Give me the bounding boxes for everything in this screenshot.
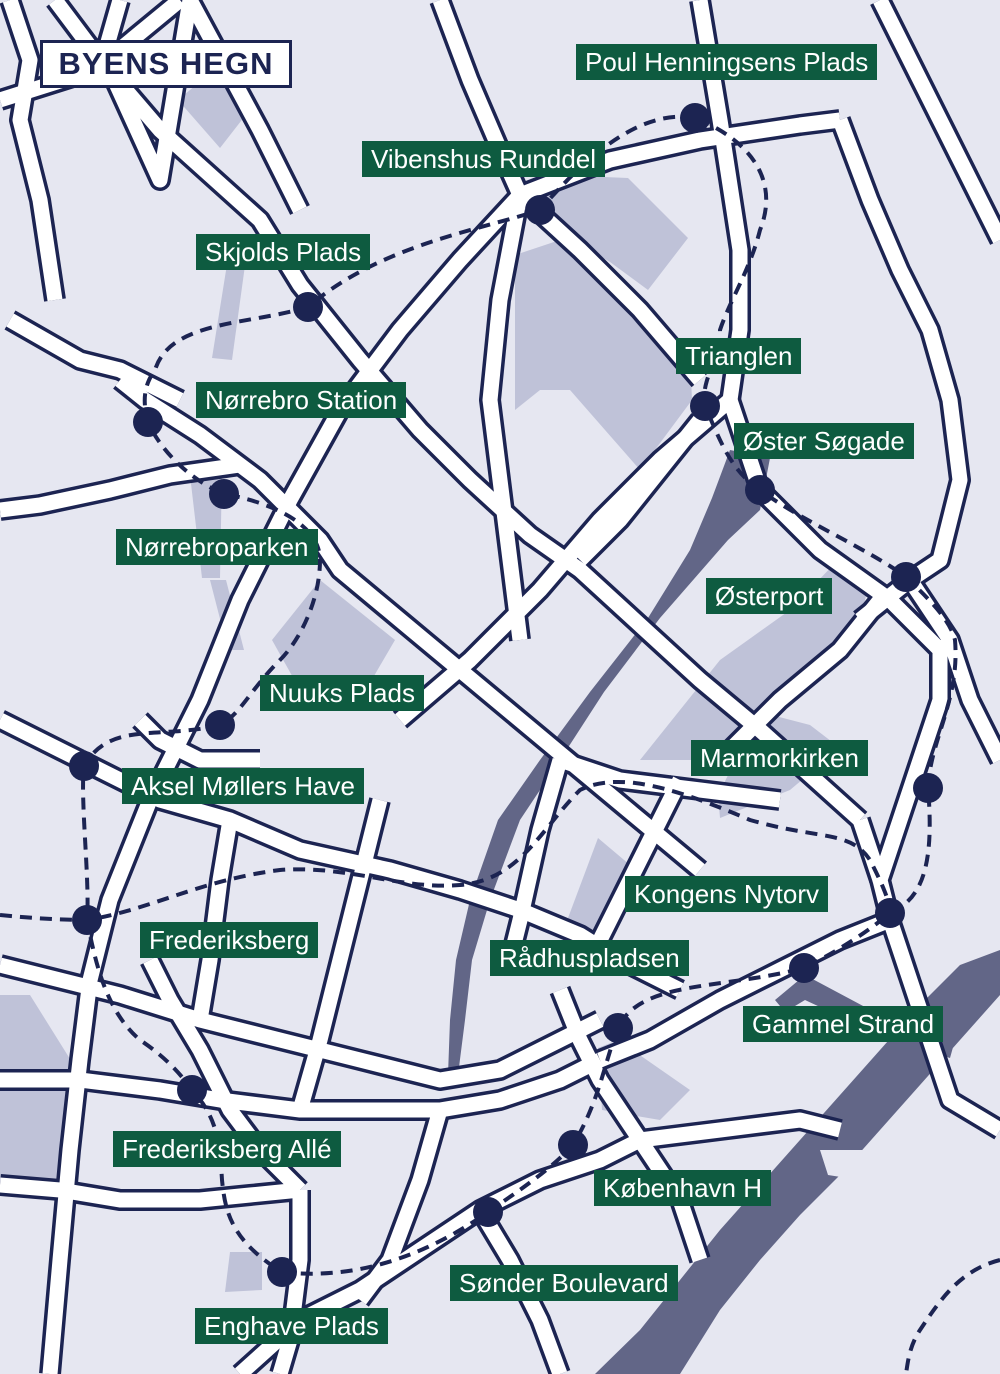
route-loop — [81, 114, 958, 1276]
station-label-enghave-plads: Enghave Plads — [195, 1308, 388, 1344]
park — [272, 580, 395, 700]
route-tail — [904, 1258, 1000, 1374]
route-layer — [0, 114, 1000, 1374]
lakes — [448, 450, 770, 1075]
station-dot — [603, 1013, 633, 1043]
station-dot — [205, 710, 235, 740]
station-label-trianglen: Trianglen — [676, 338, 802, 374]
station-label-nuuks-plads: Nuuks Plads — [260, 675, 424, 711]
station-dot — [745, 475, 775, 505]
station-dot — [875, 898, 905, 928]
stations-layer — [69, 103, 943, 1287]
station-dot — [72, 905, 102, 935]
station-dot — [69, 751, 99, 781]
station-label-kongens-nytorv: Kongens Nytorv — [625, 876, 828, 912]
station-label-frederiksberg-alle: Frederiksberg Allé — [113, 1131, 341, 1167]
station-label-oster-sogade: Øster Søgade — [734, 423, 914, 459]
station-label-frederiksberg: Frederiksberg — [140, 922, 319, 958]
station-dot — [690, 391, 720, 421]
station-dot — [473, 1197, 503, 1227]
station-label-kobenhavn-h: København H — [594, 1170, 771, 1206]
map-title: BYENS HEGN — [40, 40, 292, 88]
station-dot — [913, 773, 943, 803]
station-dot — [680, 103, 710, 133]
park — [520, 175, 688, 290]
station-dot — [267, 1257, 297, 1287]
station-dot — [558, 1130, 588, 1160]
station-dot — [133, 407, 163, 437]
canal — [820, 1150, 1000, 1200]
station-label-poul-henningsens-plads: Poul Henningsens Plads — [576, 44, 878, 80]
station-dot — [209, 479, 239, 509]
station-label-norrebro-station: Nørrebro Station — [196, 382, 407, 418]
station-label-gammel-strand: Gammel Strand — [743, 1006, 944, 1042]
station-label-vibenshus-runddel: Vibenshus Runddel — [362, 141, 606, 177]
station-dot — [525, 195, 555, 225]
park — [225, 1252, 262, 1292]
park — [515, 240, 692, 470]
station-dot — [177, 1075, 207, 1105]
park — [568, 838, 630, 938]
route-crossline — [0, 779, 892, 923]
park — [178, 70, 248, 148]
station-label-radhuspladsen: Rådhuspladsen — [490, 940, 689, 976]
station-dot — [293, 292, 323, 322]
station-dot — [891, 562, 921, 592]
station-label-norrebroparken: Nørrebroparken — [116, 529, 318, 565]
park — [212, 258, 246, 360]
station-label-marmorkirken: Marmorkirken — [691, 740, 868, 776]
harbour — [595, 950, 1000, 1374]
station-label-skjolds-plads: Skjolds Plads — [196, 234, 371, 270]
station-dot — [789, 953, 819, 983]
station-label-osterport: Østerport — [706, 578, 833, 614]
station-label-sonder-boulevard: Sønder Boulevard — [450, 1265, 678, 1301]
station-label-aksel-mollers-have: Aksel Møllers Have — [122, 768, 364, 804]
